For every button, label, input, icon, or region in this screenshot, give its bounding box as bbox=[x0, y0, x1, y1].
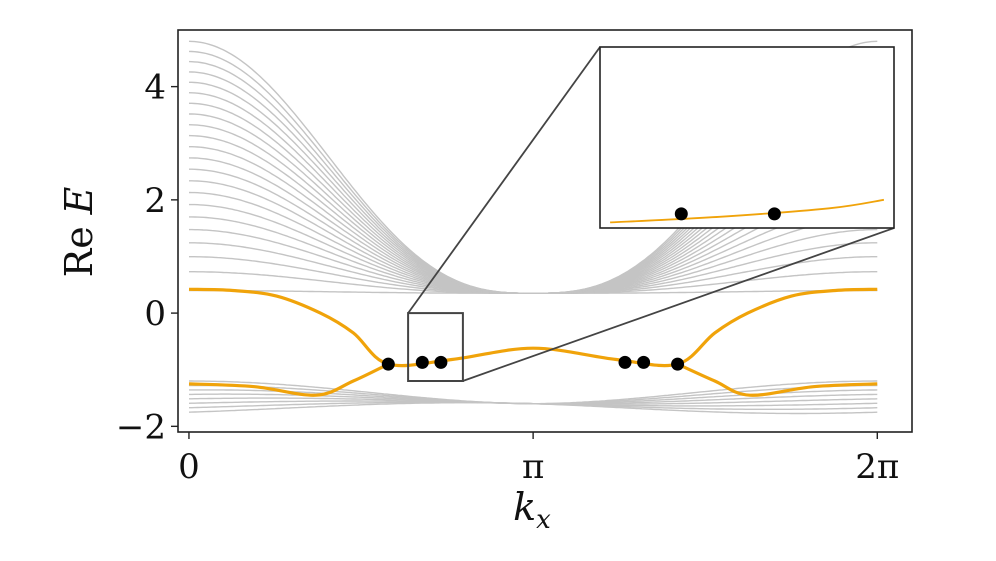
exceptional-point bbox=[637, 355, 651, 369]
y-tick-label: 2 bbox=[144, 181, 166, 221]
bulk-band-line bbox=[189, 380, 878, 405]
bulk-band-line bbox=[189, 271, 878, 294]
y-tick-label: 0 bbox=[144, 294, 166, 334]
inset-band-line bbox=[533, 414, 963, 416]
edge-state-line bbox=[188, 362, 389, 397]
x-tick-label: π bbox=[522, 447, 544, 487]
exceptional-point bbox=[671, 357, 685, 371]
y-axis-label-var: E bbox=[57, 186, 101, 215]
bulk-band-line bbox=[189, 228, 878, 294]
inset-content bbox=[533, 198, 963, 422]
zoom-connector-line bbox=[407, 46, 601, 314]
x-axis-label: kx bbox=[513, 485, 551, 535]
edge-state-line bbox=[676, 362, 878, 397]
x-axis-label-sub: x bbox=[536, 505, 551, 535]
exceptional-point bbox=[618, 355, 632, 369]
zoom-indicator bbox=[407, 46, 895, 383]
y-tick-label: −2 bbox=[116, 407, 166, 447]
y-axis-label-re: Re bbox=[57, 226, 101, 277]
exceptional-point bbox=[381, 357, 395, 371]
exceptional-point bbox=[434, 355, 448, 369]
zoom-rectangle bbox=[407, 312, 464, 383]
inset-edge-line bbox=[610, 198, 885, 224]
inset-band-line bbox=[533, 416, 963, 422]
plot-frame bbox=[177, 29, 913, 433]
y-axis-ticks: −2 0 2 4 bbox=[116, 68, 178, 447]
inset-exceptional-point bbox=[674, 207, 688, 221]
y-tick-label: 4 bbox=[144, 68, 166, 108]
inset-frame bbox=[599, 46, 895, 229]
x-axis-label-main: k bbox=[513, 485, 536, 529]
edge-state-line bbox=[188, 287, 878, 368]
x-tick-label: 2π bbox=[855, 447, 899, 487]
bulk-band-line bbox=[189, 242, 878, 294]
x-axis-ticks: 0 π 2π bbox=[178, 432, 899, 487]
y-axis-label: Re E bbox=[57, 186, 101, 277]
bulk-band-line bbox=[189, 393, 878, 405]
x-tick-label: 0 bbox=[178, 447, 200, 487]
inset-band-line bbox=[533, 382, 963, 412]
edge-state-curves bbox=[188, 287, 878, 397]
inset-exceptional-point bbox=[767, 207, 781, 221]
zoom-connector-line bbox=[462, 227, 895, 382]
bulk-band-line bbox=[189, 256, 878, 294]
exceptional-point bbox=[415, 355, 429, 369]
exceptional-points bbox=[381, 355, 685, 371]
inset-plot bbox=[533, 46, 963, 422]
